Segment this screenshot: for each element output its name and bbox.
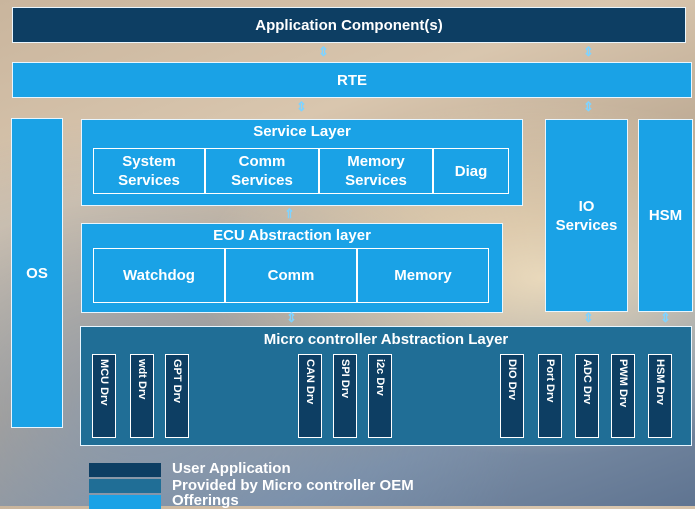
os-label: OS bbox=[26, 264, 48, 282]
arrow-ecu-mcal: ⇕ bbox=[286, 310, 297, 325]
arrow-app-rte-io: ⇕ bbox=[583, 44, 594, 59]
driver-pwm-label: PWM Drv bbox=[617, 359, 629, 408]
legend-swatch-offerings bbox=[89, 495, 161, 509]
driver-dio-label: DIO Drv bbox=[506, 359, 518, 400]
driver-spi: SPI Drv bbox=[333, 354, 357, 438]
os-block: OS bbox=[11, 118, 63, 428]
driver-can: CAN Drv bbox=[298, 354, 322, 438]
ecu-abstraction-block: ECU Abstraction layer Watchdog Comm Memo… bbox=[81, 223, 503, 313]
driver-port-label: Port Drv bbox=[544, 359, 556, 403]
ecu-abstraction-title: ECU Abstraction layer bbox=[213, 227, 371, 244]
arrow-io-mcal: ⇕ bbox=[583, 310, 594, 325]
driver-mcu-label: MCU Drv bbox=[98, 359, 110, 406]
watchdog-label: Watchdog bbox=[123, 267, 195, 284]
driver-adc-label: ADC Drv bbox=[581, 359, 593, 405]
service-layer-title: Service Layer bbox=[253, 123, 351, 140]
arrow-rte-io: ⇕ bbox=[583, 99, 594, 114]
driver-hsm: HSM Drv bbox=[648, 354, 672, 438]
driver-hsm-label: HSM Drv bbox=[654, 359, 666, 405]
driver-wdt: wdt Drv bbox=[130, 354, 154, 438]
legend-label-oem: Provided by Micro controller OEM bbox=[172, 477, 414, 494]
driver-gpt: GPT Drv bbox=[165, 354, 189, 438]
driver-wdt-label: wdt Drv bbox=[136, 359, 148, 400]
memory-services-line1: Memory bbox=[347, 153, 405, 170]
arrow-rte-service: ⇕ bbox=[296, 99, 307, 114]
comm-services-line2: Services bbox=[231, 172, 293, 189]
rte-block: RTE bbox=[12, 62, 692, 98]
legend-swatch-oem bbox=[89, 479, 161, 493]
driver-pwm: PWM Drv bbox=[611, 354, 635, 438]
driver-gpt-label: GPT Drv bbox=[171, 359, 183, 404]
arrow-app-rte-center: ⇕ bbox=[318, 44, 329, 59]
ecu-memory-label: Memory bbox=[394, 267, 452, 284]
io-services-line1: IO bbox=[578, 197, 595, 215]
io-services-line2: Services bbox=[555, 216, 618, 234]
driver-mcu: MCU Drv bbox=[92, 354, 116, 438]
application-component-label: Application Component(s) bbox=[255, 16, 443, 34]
diag-box: Diag bbox=[433, 148, 509, 194]
arrow-ecu-service: ⇑ bbox=[284, 206, 295, 221]
legend-label-offerings: Offerings bbox=[172, 492, 239, 509]
mcal-title: Micro controller Abstraction Layer bbox=[263, 331, 509, 348]
driver-i2c-label: i2c Drv bbox=[374, 359, 386, 396]
arrow-hsm-mcal: ⇕ bbox=[660, 310, 671, 325]
hsm-block: HSM bbox=[638, 119, 693, 312]
driver-can-label: CAN Drv bbox=[304, 359, 316, 405]
comm-services-line1: Comm bbox=[238, 153, 286, 170]
driver-port: Port Drv bbox=[538, 354, 562, 438]
memory-services-line2: Services bbox=[345, 172, 407, 189]
io-services-block: IO Services bbox=[545, 119, 628, 312]
legend-label-user-application: User Application bbox=[172, 460, 291, 477]
diag-label: Diag bbox=[454, 162, 488, 180]
hsm-label: HSM bbox=[648, 207, 683, 224]
system-services-line2: Services bbox=[118, 172, 180, 189]
application-component-block: Application Component(s) bbox=[12, 7, 686, 43]
system-services-line1: System bbox=[122, 153, 176, 170]
ecu-comm-label: Comm bbox=[267, 267, 315, 284]
driver-adc: ADC Drv bbox=[575, 354, 599, 438]
watchdog-box: Watchdog bbox=[93, 248, 225, 303]
legend-swatch-user-application bbox=[89, 463, 161, 477]
driver-spi-label: SPI Drv bbox=[339, 359, 351, 399]
ecu-comm-box: Comm bbox=[225, 248, 357, 303]
ecu-memory-box: Memory bbox=[357, 248, 489, 303]
driver-i2c: i2c Drv bbox=[368, 354, 392, 438]
rte-label: RTE bbox=[337, 71, 367, 89]
driver-dio: DIO Drv bbox=[500, 354, 524, 438]
